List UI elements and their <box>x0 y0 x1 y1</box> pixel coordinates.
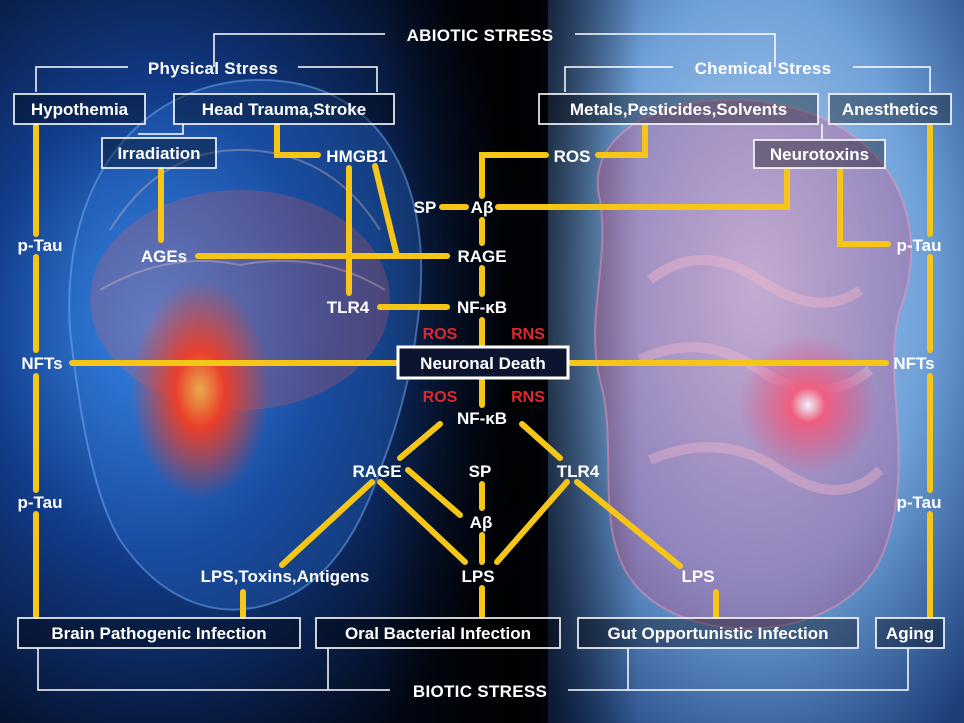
connector <box>495 167 790 210</box>
connector <box>279 479 375 568</box>
box-label: Metals,Pesticides,Solvents <box>570 100 787 119</box>
headers: ABIOTIC STRESS Physical Stress Chemical … <box>148 26 832 701</box>
node-labels: HMGB1 ROS SP Aβ RAGE AGEs TLR4 NF-κB p-T… <box>17 147 941 586</box>
label-ros-upper: ROS <box>423 326 458 343</box>
box-label: Gut Opportunistic Infection <box>608 624 829 643</box>
connector <box>837 167 891 247</box>
boxes: Hypothemia Head Trauma,Stroke Irradiatio… <box>13 93 952 649</box>
node-tlr4-bottom: TLR4 <box>557 462 600 481</box>
connector <box>595 123 648 158</box>
box-head-trauma: Head Trauma,Stroke <box>173 93 395 125</box>
node-lps-center: LPS <box>461 567 494 586</box>
label-ros-lower: ROS <box>423 389 458 406</box>
node-ptau-right-bottom: p-Tau <box>896 493 941 512</box>
connector <box>519 421 563 461</box>
box-label: Aging <box>886 624 934 643</box>
node-nfkb-bottom: NF-κB <box>457 409 507 428</box>
box-label: Head Trauma,Stroke <box>202 100 366 119</box>
connector <box>574 479 683 569</box>
connector <box>274 123 321 158</box>
header-chemical: Chemical Stress <box>695 59 832 78</box>
connector <box>377 479 468 565</box>
node-rage-bottom: RAGE <box>352 462 401 481</box>
box-label: Oral Bacterial Infection <box>345 624 531 643</box>
box-label: Neuronal Death <box>420 354 546 373</box>
connector <box>494 479 570 565</box>
connectors <box>33 123 933 619</box>
connector <box>479 152 549 199</box>
node-rage-top: RAGE <box>457 247 506 266</box>
irradiation-link <box>138 124 184 135</box>
node-abeta-bottom: Aβ <box>470 513 493 532</box>
box-neurotoxins: Neurotoxins <box>753 139 886 169</box>
physical-bracket-right <box>298 66 378 92</box>
abiotic-bracket-right <box>575 33 776 54</box>
biotic-bracket-right <box>568 648 909 691</box>
chemical-bracket-left <box>564 66 673 92</box>
box-metals: Metals,Pesticides,Solvents <box>538 93 819 125</box>
gut-glow <box>738 335 878 475</box>
node-sp-top: SP <box>414 198 437 217</box>
header-biotic: BIOTIC STRESS <box>413 682 547 701</box>
box-label: Irradiation <box>117 144 200 163</box>
node-ros-top: ROS <box>554 147 591 166</box>
abiotic-bracket-left <box>213 33 385 54</box>
box-label: Brain Pathogenic Infection <box>51 624 266 643</box>
label-rns-lower: RNS <box>511 389 545 406</box>
box-label: Anesthetics <box>842 100 938 119</box>
box-label: Neurotoxins <box>770 145 869 164</box>
connector <box>397 421 443 461</box>
header-physical: Physical Stress <box>148 59 278 78</box>
node-ptau-left-top: p-Tau <box>17 236 62 255</box>
biotic-bracket-left <box>37 648 390 691</box>
box-gut-infection: Gut Opportunistic Infection <box>577 617 859 649</box>
box-neuronal-death: Neuronal Death <box>396 345 570 380</box>
physical-bracket-left <box>35 66 128 92</box>
node-lps-toxins: LPS,Toxins,Antigens <box>201 567 370 586</box>
brain-glow <box>130 280 270 500</box>
node-abeta-top: Aβ <box>471 198 494 217</box>
box-anesthetics: Anesthetics <box>828 93 952 125</box>
reactive-species-labels: ROS RNS ROS RNS <box>423 326 546 406</box>
node-sp-bottom: SP <box>469 462 492 481</box>
chemical-bracket-right <box>853 66 931 92</box>
connector <box>405 467 463 518</box>
header-abiotic: ABIOTIC STRESS <box>407 26 554 45</box>
box-hypothermia: Hypothemia <box>13 93 146 125</box>
node-tlr4-top: TLR4 <box>327 298 370 317</box>
box-label: Hypothemia <box>31 100 129 119</box>
head-illustration <box>68 78 423 611</box>
bracket-lines <box>35 33 931 691</box>
node-ages: AGEs <box>141 247 187 266</box>
label-rns-upper: RNS <box>511 326 545 343</box>
brain-fold <box>99 259 386 291</box>
box-irradiation: Irradiation <box>101 137 217 169</box>
box-aging: Aging <box>875 617 945 649</box>
node-nfts-left: NFTs <box>21 354 62 373</box>
node-ptau-right-top: p-Tau <box>896 236 941 255</box>
node-nfkb-top: NF-κB <box>457 298 507 317</box>
box-brain-infection: Brain Pathogenic Infection <box>17 617 301 649</box>
node-nfts-right: NFTs <box>893 354 934 373</box>
node-hmgb1: HMGB1 <box>326 147 387 166</box>
node-ptau-left-bottom: p-Tau <box>17 493 62 512</box>
box-oral-infection: Oral Bacterial Infection <box>315 617 561 649</box>
node-lps-right: LPS <box>681 567 714 586</box>
